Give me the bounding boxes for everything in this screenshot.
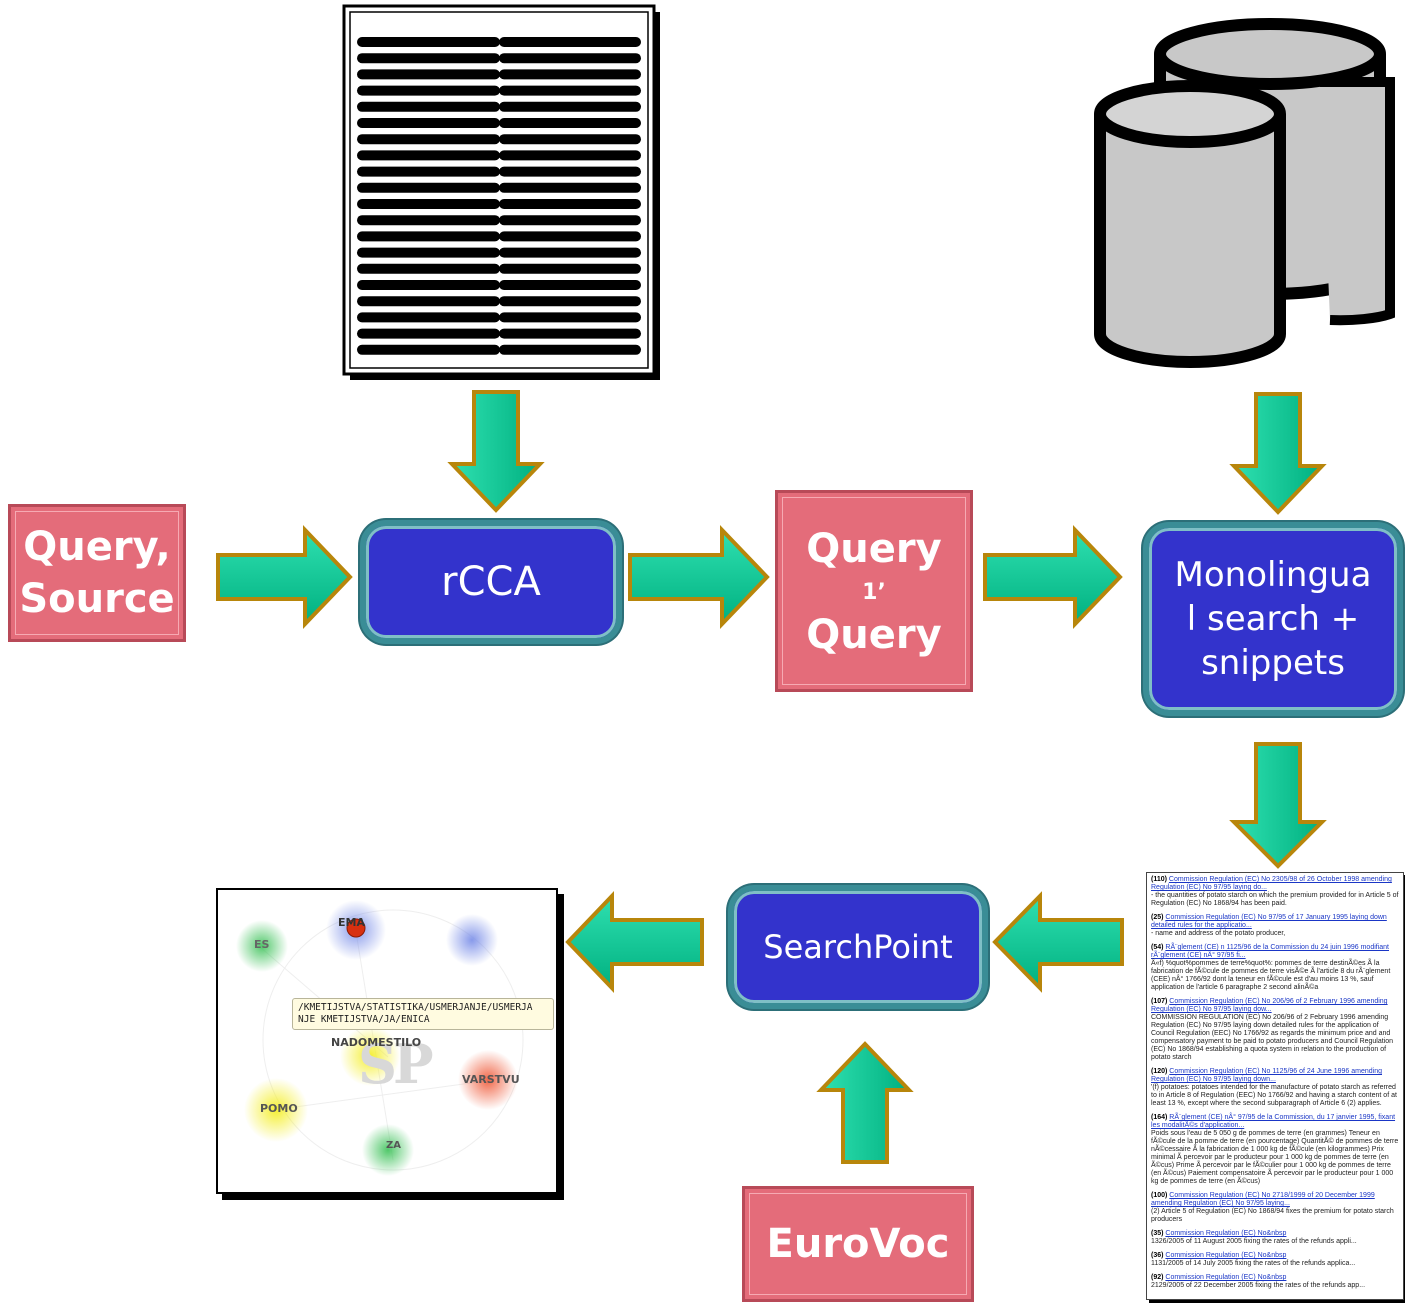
node-label-es: ES: [254, 938, 270, 951]
result-number: (110): [1151, 876, 1167, 883]
arrow-query-to-search: [983, 525, 1123, 629]
eurovoc-label: EuroVoc: [766, 1221, 950, 1267]
query-source-line2: Source: [19, 576, 175, 622]
query-box: Query 1’ Query: [775, 490, 973, 692]
arrow-search-to-results: [1229, 742, 1327, 869]
result-item: (25) Commission Regulation (EC) No 97/95…: [1151, 914, 1399, 938]
arrow-rcca-to-query: [628, 525, 770, 629]
result-snippet-text: 2129/2005 of 22 December 2005 fixing the…: [1151, 1282, 1366, 1289]
result-number: (92): [1151, 1274, 1164, 1281]
result-snippet-text: Poids sous l'eau de 5 050 g de pommes de…: [1151, 1130, 1399, 1185]
result-title-link[interactable]: Commission Regulation (EC) No 97/95 of 1…: [1151, 914, 1387, 929]
result-item: (107) Commission Regulation (EC) No 206/…: [1151, 998, 1399, 1062]
document-icon: [342, 4, 660, 380]
tooltip-line2: NJE KMETIJSTVA/JA/ENICA: [298, 1014, 430, 1025]
query-line2: 1’: [862, 580, 886, 605]
result-snippet-text: - name and address of the potato produce…: [1151, 930, 1286, 937]
node-yellow-pomo: [244, 1078, 308, 1142]
result-title-link[interactable]: Commission Regulation (EC) No 206/96 of …: [1151, 998, 1388, 1013]
arrow-searchpoint-to-vis: [565, 891, 704, 993]
database-icon: [1094, 18, 1395, 368]
arrow-results-to-searchpoint: [992, 891, 1124, 993]
result-number: (120): [1151, 1068, 1168, 1075]
result-title-link[interactable]: Commission Regulation (EC) No 2305/98 of…: [1151, 876, 1392, 891]
result-number: (107): [1151, 998, 1168, 1005]
arrow-eurovoc-to-searchpoint: [816, 1041, 914, 1164]
result-number: (36): [1151, 1252, 1164, 1259]
result-title-link[interactable]: Commission Regulation (EC) No 2718/1999 …: [1151, 1192, 1375, 1207]
monolingual-line3: snippets: [1201, 643, 1345, 683]
monolingual-line1: Monolingua: [1174, 555, 1372, 595]
result-number: (35): [1151, 1230, 1164, 1237]
result-title-link[interactable]: Commission Regulation (EC) No&nbsp: [1165, 1252, 1287, 1259]
arrow-db-to-search: [1229, 392, 1327, 515]
result-snippet-text: 1131/2005 of 14 July 2005 fixing the rat…: [1151, 1260, 1356, 1267]
node-green-za: [362, 1124, 414, 1176]
searchpoint-box: SearchPoint: [728, 885, 988, 1009]
query-line3: Query: [806, 612, 942, 658]
visualization-graph: [236, 900, 524, 1176]
result-title-link[interactable]: Commission Regulation (EC) No&nbsp: [1165, 1274, 1287, 1281]
result-title-link[interactable]: Commission Regulation (EC) No&nbsp: [1165, 1230, 1287, 1237]
result-snippet-text: - the quantities of potato starch on whi…: [1151, 892, 1399, 907]
result-item: (110) Commission Regulation (EC) No 2305…: [1151, 876, 1399, 908]
query-line1: Query: [806, 526, 942, 572]
node-label-varstvu: VARSTVU: [462, 1073, 520, 1086]
node-label-pomo: POMO: [260, 1102, 298, 1115]
rcca-label: rCCA: [441, 559, 541, 605]
node-yellow-nadomestilo: [340, 1026, 400, 1086]
arrow-doc-to-rcca: [447, 390, 545, 513]
result-number: (54): [1151, 944, 1164, 951]
result-snippet-text: '(f) potatoes: potatoes intended for the…: [1151, 1084, 1397, 1107]
visualization-panel: SP EMA ES NADOMESTILO VARSTVU POMO ZA /K…: [216, 888, 558, 1194]
searchpoint-label: SearchPoint: [763, 928, 953, 966]
vis-tooltip: /KMETIJSTVA/STATISTIKA/USMERJANJE/USMERJ…: [292, 998, 554, 1030]
monolingual-search-box: Monolingua l search + snippets: [1143, 522, 1403, 716]
rcca-box: rCCA: [360, 520, 622, 644]
result-snippet-text: (2) Article 5 of Regulation (EC) No 1868…: [1151, 1208, 1394, 1223]
node-label-nadomestilo: NADOMESTILO: [331, 1036, 422, 1049]
results-list: (110) Commission Regulation (EC) No 2305…: [1151, 876, 1399, 1290]
vis-watermark: SP: [358, 1032, 434, 1096]
result-number: (164): [1151, 1114, 1168, 1121]
tooltip-line1: /KMETIJSTVA/STATISTIKA/USMERJANJE/USMERJ…: [298, 1002, 533, 1013]
results-panel: (110) Commission Regulation (EC) No 2305…: [1146, 872, 1404, 1300]
query-source-box: Query, Source: [8, 504, 186, 642]
result-title-link[interactable]: RÃ¨glement (CE) nÂ° 97/95 de la Commissi…: [1151, 1114, 1396, 1129]
result-number: (100): [1151, 1192, 1168, 1199]
node-red-varstvu: [458, 1050, 518, 1110]
result-title-link[interactable]: RÃ¨glement (CE) n 1125/96 de la Commissi…: [1151, 944, 1390, 959]
result-snippet-text: Â«f) %quot%pommes de terre%quot%: pommes…: [1151, 960, 1391, 991]
query-source-line1: Query,: [23, 524, 171, 570]
node-green-es: [236, 920, 288, 972]
eurovoc-box: EuroVoc: [742, 1186, 974, 1302]
node-selected: [346, 918, 366, 938]
result-title-link[interactable]: Commission Regulation (EC) No 1125/96 of…: [1151, 1068, 1383, 1083]
arrow-input-to-rcca: [216, 525, 353, 629]
node-label-ema: EMA: [338, 916, 365, 929]
result-item: (164) RÃ¨glement (CE) nÂ° 97/95 de la Co…: [1151, 1114, 1399, 1186]
result-item: (100) Commission Regulation (EC) No 2718…: [1151, 1192, 1399, 1224]
result-item: (120) Commission Regulation (EC) No 1125…: [1151, 1068, 1399, 1108]
result-snippet-text: 1326/2005 of 11 August 2005 fixing the r…: [1151, 1238, 1357, 1245]
node-blue-2: [446, 914, 498, 966]
result-item: (54) RÃ¨glement (CE) n 1125/96 de la Com…: [1151, 944, 1399, 992]
monolingual-line2: l search +: [1186, 599, 1360, 639]
result-snippet-text: COMMISSION REGULATION (EC) No 206/96 of …: [1151, 1014, 1394, 1061]
result-number: (25): [1151, 914, 1164, 921]
node-label-za: ZA: [386, 1140, 401, 1151]
